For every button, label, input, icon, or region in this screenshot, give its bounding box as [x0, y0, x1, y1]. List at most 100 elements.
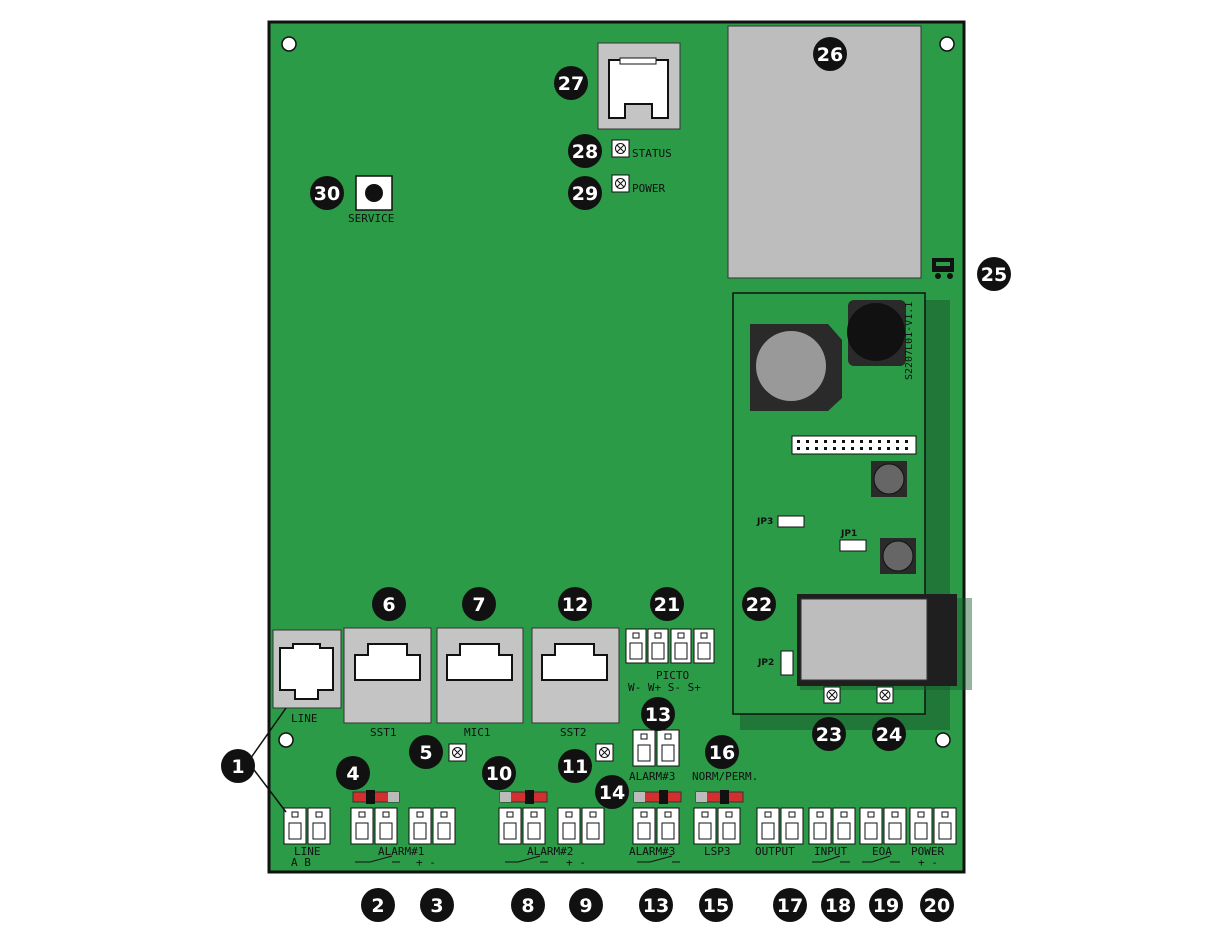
callout-22: 22 — [742, 587, 776, 621]
service-label: SERVICE — [348, 212, 394, 225]
callout-3: 3 — [420, 888, 454, 922]
jp2-label: JP2 — [757, 658, 774, 668]
callout-21: 21 — [650, 587, 684, 621]
switch-16 — [695, 790, 744, 804]
svg-text:24: 24 — [876, 724, 902, 746]
input-label: INPUT — [814, 845, 847, 858]
callout-13-top: 13 — [641, 697, 675, 731]
status-led — [611, 139, 630, 158]
svg-text:3: 3 — [430, 895, 443, 917]
alarm3-top-label: ALARM#3 — [629, 770, 675, 783]
callout-23: 23 — [812, 717, 846, 751]
switch-14 — [633, 790, 682, 804]
svg-text:20: 20 — [924, 895, 950, 917]
svg-text:13: 13 — [645, 704, 671, 726]
picto-label: PICTO — [656, 669, 689, 682]
svg-text:5: 5 — [419, 742, 432, 764]
callout-6: 6 — [372, 587, 406, 621]
switch-symbols — [355, 855, 900, 863]
led-11 — [595, 743, 614, 762]
svg-text:25: 25 — [981, 264, 1007, 286]
svg-text:8: 8 — [521, 895, 534, 917]
power-term-label: POWER — [911, 845, 944, 858]
sst2-label: SST2 — [560, 726, 587, 739]
svg-text:26: 26 — [817, 44, 843, 66]
alarm1-label: ALARM#1 — [378, 845, 424, 858]
sst1-label: SST1 — [370, 726, 397, 739]
svg-text:19: 19 — [873, 895, 899, 917]
callout-15: 15 — [699, 888, 733, 922]
picto-terminals — [625, 628, 715, 664]
lsp3-label: LSP3 — [704, 845, 731, 858]
callout-18: 18 — [821, 888, 855, 922]
callout-4: 4 — [336, 756, 370, 790]
pin-header-pins — [797, 440, 908, 450]
svg-text:22: 22 — [746, 594, 772, 616]
output-label: OUTPUT — [755, 845, 795, 858]
svg-text:27: 27 — [558, 73, 584, 95]
callout-10: 10 — [482, 756, 516, 790]
svg-text:6: 6 — [382, 594, 395, 616]
module-capacitor-1 — [871, 461, 907, 497]
callout-16: 16 — [705, 735, 739, 769]
alarm2-pm-label: + - — [566, 856, 586, 869]
callout-9: 9 — [569, 888, 603, 922]
svg-text:13: 13 — [643, 895, 669, 917]
svg-text:1: 1 — [231, 756, 244, 778]
power-led — [611, 174, 630, 193]
callout-24: 24 — [872, 717, 906, 751]
callout-25: 25 — [977, 257, 1011, 291]
mounting-holes — [278, 36, 955, 748]
svg-text:14: 14 — [599, 782, 625, 804]
power-led-label: POWER — [632, 182, 665, 195]
callout-12: 12 — [558, 587, 592, 621]
callout-14: 14 — [595, 775, 629, 809]
callout-2: 2 — [361, 888, 395, 922]
svg-text:15: 15 — [703, 895, 729, 917]
sst1-jack — [343, 627, 432, 724]
eoa-label: EOA — [872, 845, 892, 858]
bottom-terminal-slots — [288, 822, 952, 840]
svg-text:12: 12 — [562, 594, 588, 616]
callout-27: 27 — [554, 66, 588, 100]
bottom-terminal-tabs — [291, 811, 949, 818]
svg-text:9: 9 — [579, 895, 592, 917]
svg-text:30: 30 — [314, 183, 340, 205]
module-screw-23 — [823, 686, 841, 704]
callout-5: 5 — [409, 735, 443, 769]
module-capacitor-2 — [880, 538, 916, 574]
svg-text:11: 11 — [562, 756, 588, 778]
alarm1-pm-label: + - — [416, 856, 436, 869]
alarm3-bottom-label: ALARM#3 — [629, 845, 675, 858]
alarm2-label: ALARM#2 — [527, 845, 573, 858]
svg-text:23: 23 — [816, 724, 842, 746]
jp3-jumper — [777, 515, 805, 528]
svg-text:17: 17 — [777, 895, 803, 917]
svg-text:4: 4 — [346, 763, 359, 785]
callout-26: 26 — [813, 37, 847, 71]
pin-header — [791, 435, 917, 455]
jp2-jumper — [780, 650, 794, 676]
callout-8: 8 — [511, 888, 545, 922]
line-jack-label: LINE — [291, 712, 318, 725]
callout-17: 17 — [773, 888, 807, 922]
callout-28: 28 — [568, 134, 602, 168]
rj-jack-27 — [597, 42, 681, 130]
callout-7: 7 — [462, 587, 496, 621]
svg-text:10: 10 — [486, 763, 512, 785]
mic1-jack — [436, 627, 524, 724]
svg-text:29: 29 — [572, 183, 598, 205]
line-term-label: LINE — [294, 845, 321, 858]
callout-29: 29 — [568, 176, 602, 210]
line-ab-label: A B — [291, 856, 311, 869]
component-25 — [932, 258, 954, 279]
switch-10 — [499, 790, 548, 804]
norm-perm-label: NORM/PERM. — [692, 770, 758, 783]
sst2-jack — [531, 627, 620, 724]
svg-text:16: 16 — [709, 742, 735, 764]
svg-text:21: 21 — [654, 594, 680, 616]
svg-text:2: 2 — [371, 895, 384, 917]
jp1-label: JP1 — [840, 529, 857, 539]
switch-4 — [352, 790, 400, 804]
